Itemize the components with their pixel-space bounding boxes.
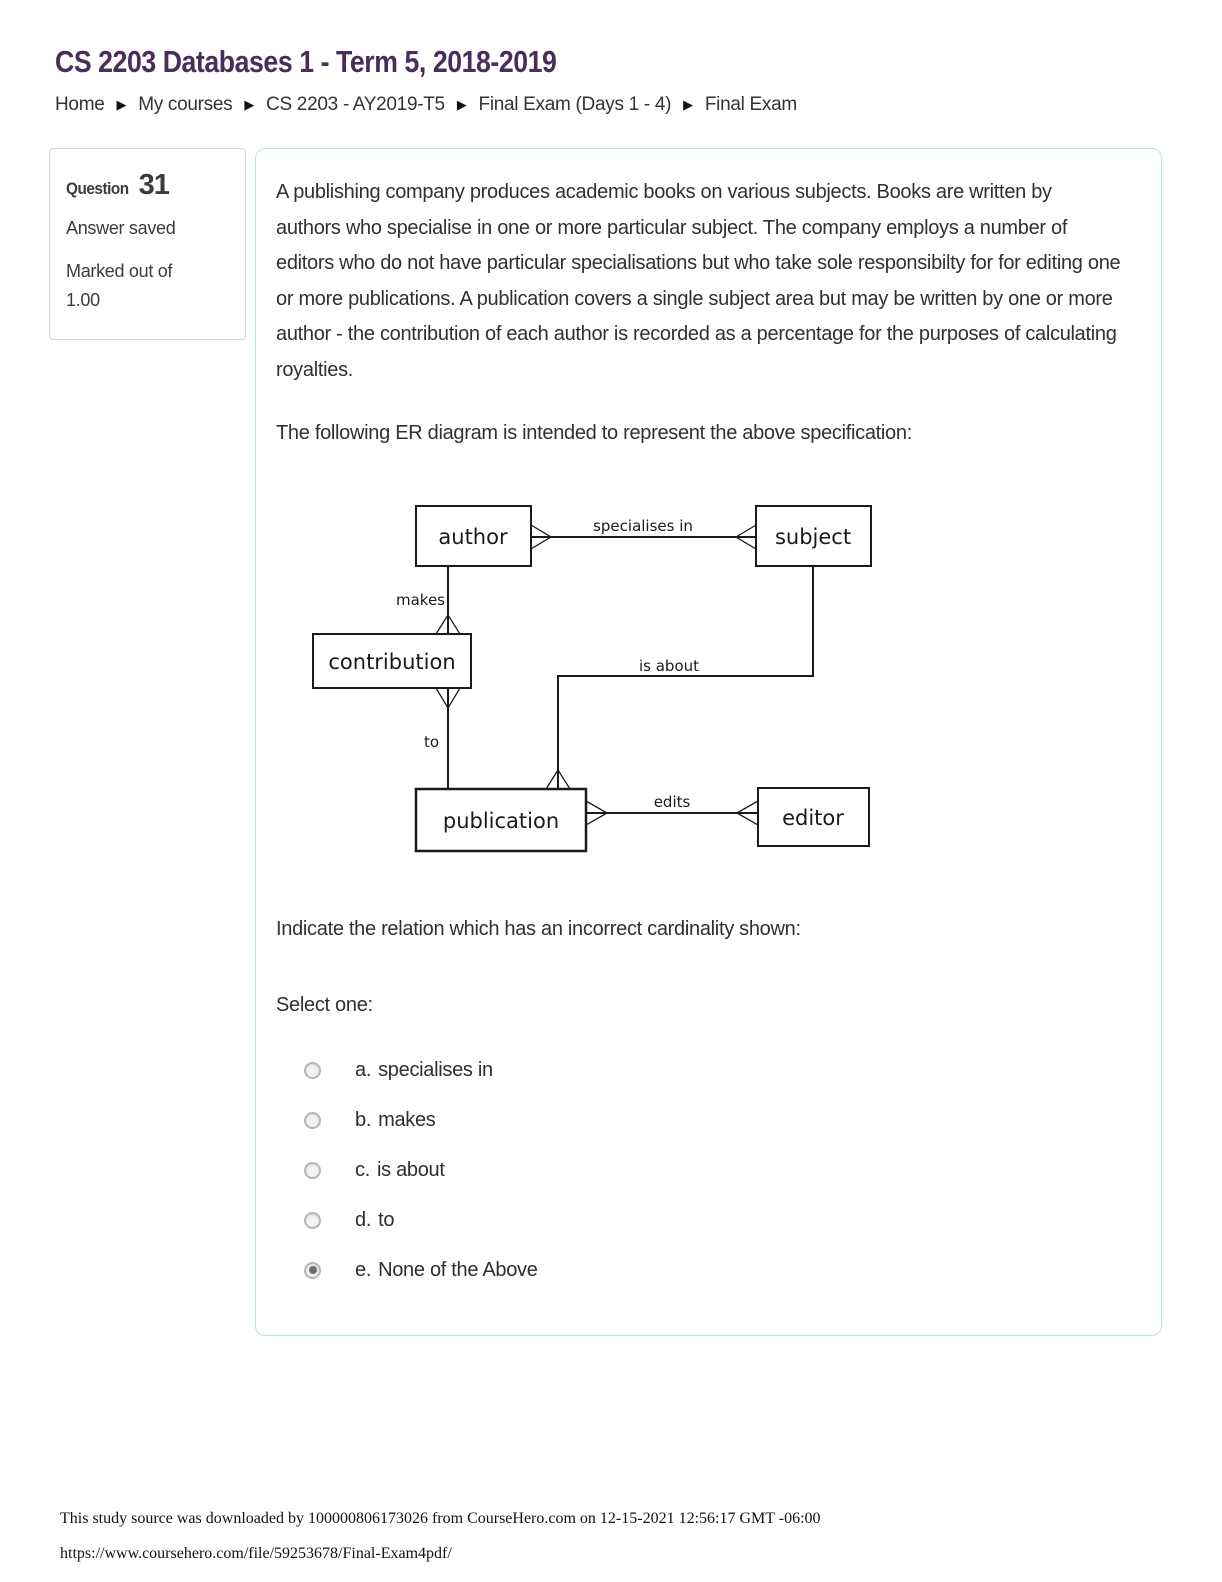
diagram-intro-text: The following ER diagram is intended to … [276, 421, 912, 444]
question-label: Question [66, 179, 129, 198]
relationship-labels: specialises in makes to is about edits [396, 517, 699, 811]
radio-button[interactable] [304, 1161, 321, 1179]
is-about-line [557, 565, 814, 791]
question-layout: Question 31 Answer saved Marked out of 1.… [49, 148, 1222, 1337]
answer-option-b[interactable]: b. makes [276, 1095, 1141, 1145]
er-diagram: author subject contribution publication … [312, 505, 872, 853]
option-letter: b. [355, 1108, 372, 1131]
answer-option-d[interactable]: d. to [276, 1195, 1141, 1245]
breadcrumb-arrow-icon: ▶ [683, 97, 693, 112]
breadcrumb-home[interactable]: Home [55, 94, 105, 115]
question-content-panel: A publishing company produces academic b… [255, 148, 1162, 1337]
specialises-in-label: specialises in [593, 517, 693, 535]
relationship-lines [447, 536, 814, 815]
is-about-label: is about [639, 657, 699, 675]
answer-option-e[interactable]: e. None of the Above [276, 1245, 1141, 1295]
marked-out-of: Marked out of 1.00 [66, 261, 173, 310]
breadcrumb-my-courses[interactable]: My courses [138, 94, 233, 115]
entity-boxes [312, 505, 872, 853]
contribution-entity-box [312, 633, 472, 690]
crows-foot-author [530, 524, 552, 551]
option-letter: e. [355, 1258, 372, 1281]
crows-foot-marks [435, 524, 759, 827]
editor-entity-box [757, 787, 870, 848]
question-prompt: Indicate the relation which has an incor… [276, 918, 801, 941]
question-text: A publishing company produces academic b… [276, 181, 1121, 381]
crows-foot-subject [735, 524, 757, 551]
edits-label: edits [654, 793, 691, 811]
coursehero-footer: This study source was downloaded by 1000… [60, 1510, 821, 1563]
breadcrumb-final-exam-days[interactable]: Final Exam (Days 1 - 4) [478, 94, 672, 115]
answer-option-a[interactable]: a. specialises in [276, 1045, 1141, 1095]
source-url[interactable]: https://www.coursehero.com/file/59253678… [60, 1545, 452, 1562]
radio-button[interactable] [304, 1061, 321, 1079]
publication-entity-box [414, 787, 588, 853]
breadcrumb-course[interactable]: CS 2203 - AY2019-T5 [266, 94, 445, 115]
question-info-panel: Question 31 Answer saved Marked out of 1.… [49, 148, 246, 340]
question-number: 31 [138, 169, 170, 201]
answer-options: a. specialises in b. makes c. is about d. to… [276, 1045, 1141, 1295]
option-label: to [378, 1208, 395, 1231]
option-label: is about [376, 1158, 445, 1181]
publication-entity-label: publication [443, 809, 559, 833]
option-label: specialises in [378, 1058, 493, 1081]
radio-button[interactable] [304, 1261, 321, 1279]
contribution-entity-label: contribution [328, 650, 455, 674]
subject-entity-box [755, 505, 872, 568]
download-attribution: This study source was downloaded by 1000… [60, 1510, 821, 1527]
page-title: CS 2203 Databases 1 - Term 5, 2018-2019 [55, 44, 557, 79]
crows-foot-publication-top [545, 769, 571, 791]
option-letter: c. [355, 1158, 370, 1181]
select-one-label: Select one: [276, 993, 373, 1016]
answer-status: Answer saved [66, 218, 176, 238]
entity-labels: author subject contribution publication … [328, 525, 851, 833]
crows-foot-contribution-bottom [435, 687, 461, 710]
crows-foot-publication-right [585, 800, 608, 827]
to-label: to [424, 733, 439, 751]
radio-button[interactable] [304, 1211, 321, 1229]
option-letter: d. [355, 1208, 372, 1231]
crows-foot-editor [736, 800, 759, 827]
option-label: None of the Above [378, 1258, 538, 1281]
subject-entity-label: subject [775, 525, 851, 549]
author-entity-label: author [438, 525, 508, 549]
author-entity-box [415, 505, 532, 568]
option-letter: a. [355, 1058, 372, 1081]
editor-entity-label: editor [782, 806, 844, 830]
crows-foot-contribution-top [435, 614, 461, 636]
option-label: makes [378, 1108, 436, 1131]
radio-button[interactable] [304, 1111, 321, 1129]
answer-option-c[interactable]: c. is about [276, 1145, 1141, 1195]
breadcrumb-arrow-icon: ▶ [116, 97, 127, 112]
page-header: CS 2203 Databases 1 - Term 5, 2018-2019 … [0, 0, 1222, 116]
breadcrumb-arrow-icon: ▶ [456, 97, 467, 112]
breadcrumb-final-exam[interactable]: Final Exam [704, 94, 797, 115]
makes-label: makes [396, 591, 445, 609]
breadcrumb-arrow-icon: ▶ [244, 97, 255, 112]
breadcrumb: Home ▶ My courses ▶ CS 2203 - AY2019-T5 … [55, 94, 1222, 116]
